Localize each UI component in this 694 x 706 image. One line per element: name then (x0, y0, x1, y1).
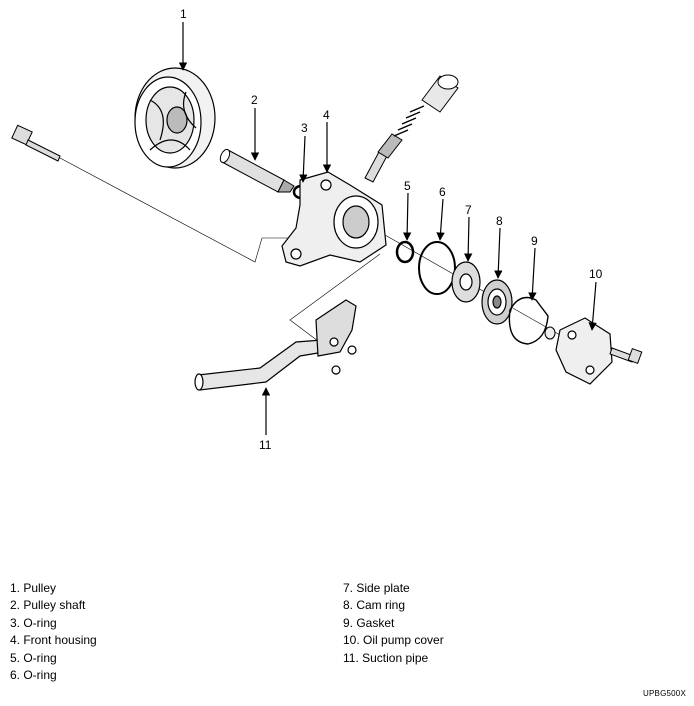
callout-6: 6 (439, 185, 446, 199)
mounting-bolt (11, 124, 61, 162)
gasket (508, 296, 549, 345)
legend-item: 3. O-ring (10, 615, 57, 630)
legend-item: 7. Side plate (343, 581, 410, 595)
parts-legend-left: 1. Pulley 2. Pulley shaft 3. O-ring 4. F… (10, 580, 97, 684)
legend-item: 9. Gasket (343, 615, 395, 630)
dowel-pin (544, 326, 556, 340)
callout-7: 7 (465, 203, 472, 217)
parts-legend-right: 7. Side plate 8. Cam ring 9. Gasket 10. … (343, 580, 444, 667)
callout-11: 11 (259, 438, 272, 452)
callout-8: 8 (496, 214, 503, 228)
exploded-view-diagram: 1 2 3 4 5 6 7 8 9 10 11 (11, 7, 643, 452)
o-ring-5 (395, 240, 415, 264)
cover-bolt (609, 347, 643, 364)
legend-item: 11. Suction pipe (343, 650, 429, 665)
callout-1: 1 (180, 7, 187, 21)
side-plate (451, 261, 481, 303)
callout-4: 4 (323, 108, 330, 122)
suction-pipe (194, 299, 357, 391)
figure-code: UPBG500X (643, 689, 686, 698)
callout-3: 3 (301, 121, 308, 135)
callout-9: 9 (531, 234, 538, 248)
pulley-shaft (219, 148, 295, 193)
pulley (134, 67, 216, 169)
legend-item: 1. Pulley (10, 581, 57, 595)
front-housing (281, 171, 387, 267)
legend-item: 4. Front housing (10, 633, 97, 648)
callout-10: 10 (589, 267, 603, 281)
legend-item: 10. Oil pump cover (343, 633, 444, 648)
legend-item: 6. O-ring (10, 668, 57, 683)
o-ring-6 (418, 241, 456, 295)
cam-ring (481, 279, 513, 325)
relief-valve-assembly (364, 74, 459, 183)
callout-leaders (178, 22, 597, 435)
legend-item: 2. Pulley shaft (10, 598, 86, 613)
legend-item: 8. Cam ring (343, 598, 406, 613)
callout-5: 5 (404, 179, 411, 193)
oil-pump-cover (555, 317, 613, 385)
callout-2: 2 (251, 93, 258, 107)
legend-item: 5. O-ring (10, 650, 57, 665)
